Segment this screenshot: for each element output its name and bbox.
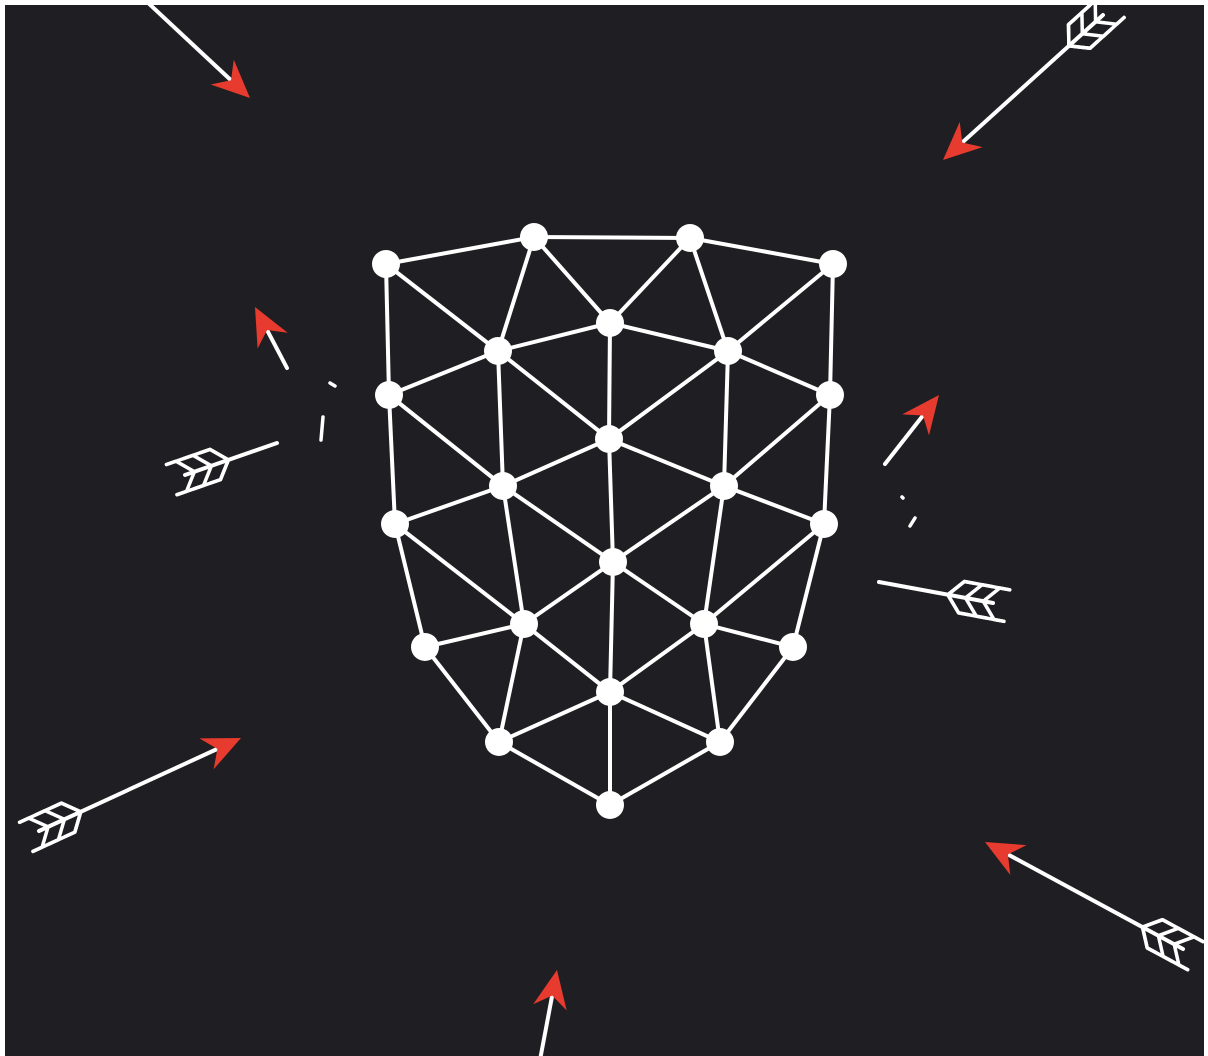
arrow-fragment	[321, 417, 323, 440]
mesh-node	[596, 791, 624, 819]
mesh-node	[599, 548, 627, 576]
mesh-node	[485, 728, 513, 756]
mesh-node	[706, 728, 734, 756]
mesh-node	[676, 224, 704, 252]
mesh-node	[596, 678, 624, 706]
mesh-node	[816, 381, 844, 409]
mesh-node	[595, 425, 623, 453]
mesh-node	[596, 309, 624, 337]
mesh-node	[484, 337, 512, 365]
mesh-node	[489, 472, 517, 500]
mesh-node	[710, 472, 738, 500]
background	[5, 5, 1204, 1056]
mesh-node	[411, 633, 439, 661]
mesh-node	[381, 510, 409, 538]
mesh-link	[609, 323, 610, 439]
mesh-node	[810, 510, 838, 538]
mesh-node	[690, 610, 718, 638]
mesh-node	[779, 633, 807, 661]
mesh-node	[714, 337, 742, 365]
shield-arrows-illustration	[5, 5, 1204, 1056]
mesh-link	[534, 237, 690, 238]
mesh-node	[520, 223, 548, 251]
arrow-fragment	[902, 497, 903, 498]
mesh-node	[819, 250, 847, 278]
mesh-node	[375, 381, 403, 409]
mesh-node	[510, 610, 538, 638]
illustration-canvas	[5, 5, 1204, 1056]
mesh-node	[372, 250, 400, 278]
